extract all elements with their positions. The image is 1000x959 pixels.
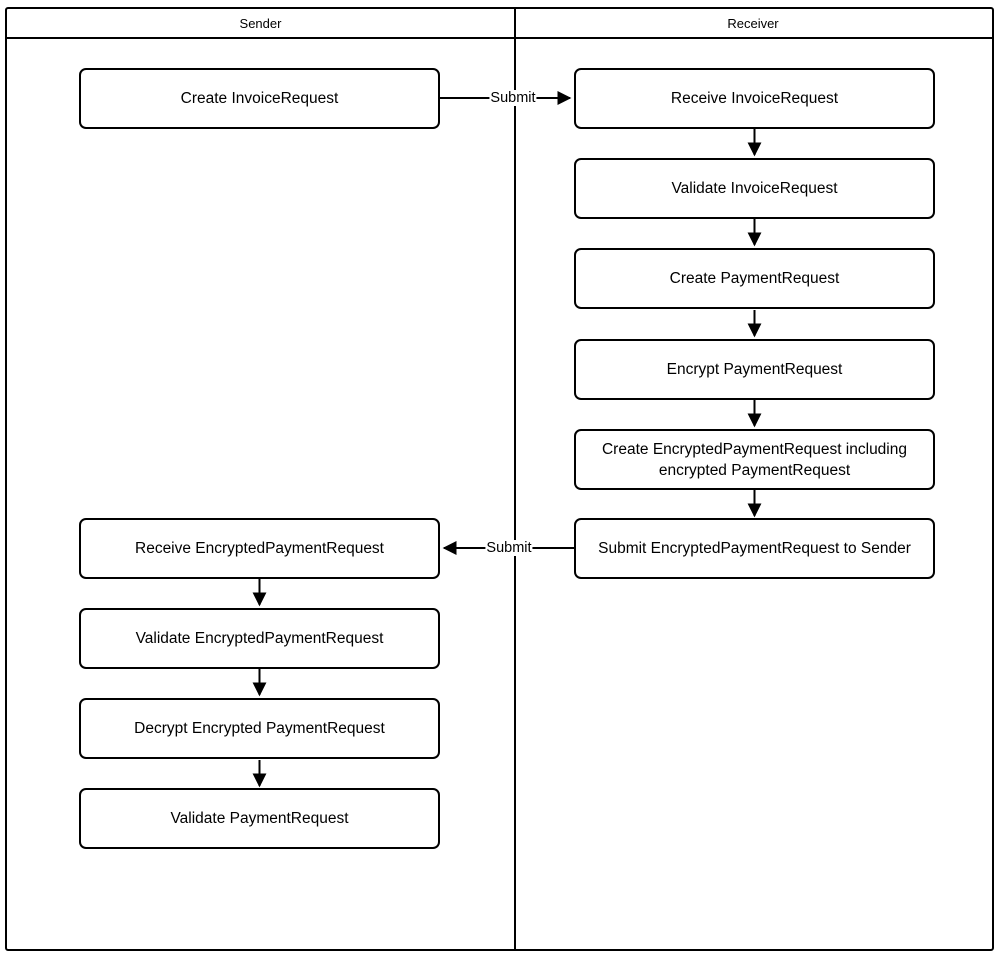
node-create-encryptedpaymentrequest[interactable]: Create EncryptedPaymentRequest including… bbox=[574, 429, 935, 490]
node-encrypt-paymentrequest[interactable]: Encrypt PaymentRequest bbox=[574, 339, 935, 400]
node-create-paymentrequest[interactable]: Create PaymentRequest bbox=[574, 248, 935, 309]
edge-label-submit-invoicerequest: Submit bbox=[489, 90, 537, 106]
lane-header-sender: Sender bbox=[239, 16, 282, 31]
node-validate-invoicerequest[interactable]: Validate InvoiceRequest bbox=[574, 158, 935, 219]
node-submit-encryptedpaymentrequest-to-sender[interactable]: Submit EncryptedPaymentRequest to Sender bbox=[574, 518, 935, 579]
swimlane-container: Sender Receiver bbox=[5, 7, 994, 951]
lane-header-receiver: Receiver bbox=[727, 16, 779, 31]
node-decrypt-encrypted-paymentrequest[interactable]: Decrypt Encrypted PaymentRequest bbox=[79, 698, 440, 759]
edge-label-submit-encryptedpaymentrequest: Submit bbox=[485, 540, 533, 556]
lane-divider bbox=[514, 9, 516, 949]
node-receive-encryptedpaymentrequest[interactable]: Receive EncryptedPaymentRequest bbox=[79, 518, 440, 579]
node-validate-paymentrequest[interactable]: Validate PaymentRequest bbox=[79, 788, 440, 849]
node-create-invoicerequest[interactable]: Create InvoiceRequest bbox=[79, 68, 440, 129]
swimlane-header-row: Sender Receiver bbox=[7, 9, 992, 39]
node-validate-encryptedpaymentrequest[interactable]: Validate EncryptedPaymentRequest bbox=[79, 608, 440, 669]
node-receive-invoicerequest[interactable]: Receive InvoiceRequest bbox=[574, 68, 935, 129]
